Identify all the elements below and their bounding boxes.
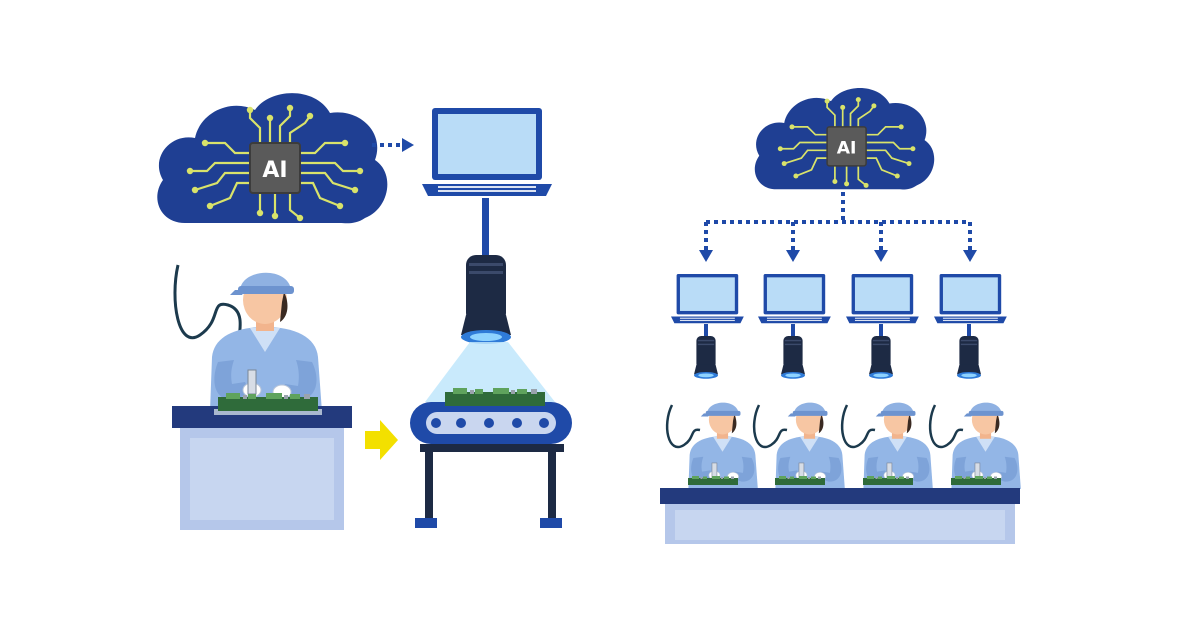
laptop-icon — [671, 274, 744, 324]
arrow-icon — [402, 138, 414, 152]
laptop-icon — [934, 274, 1007, 324]
ai-chip-label: AI — [262, 158, 287, 183]
inspection-camera-left — [461, 255, 511, 344]
probe-cable-left — [173, 264, 242, 346]
laptop-icon — [422, 108, 552, 196]
station-3 — [840, 274, 934, 490]
station-4 — [928, 274, 1022, 490]
camera-icon — [957, 336, 981, 379]
station-1 — [665, 274, 759, 490]
laptop-left — [422, 108, 552, 196]
arrow-icon — [963, 250, 977, 262]
desk-left — [172, 406, 352, 530]
worker-left — [209, 272, 323, 413]
ai-chip-label: AI — [837, 138, 857, 158]
ai-cloud-right: AI — [754, 87, 935, 190]
laptop-camera-cable — [482, 198, 489, 256]
laptop-icon — [846, 274, 919, 324]
arrow-icon — [786, 250, 800, 262]
laptop-icon — [758, 274, 831, 324]
camera-icon — [694, 336, 718, 379]
worker-icon — [209, 272, 323, 413]
station-2 — [752, 274, 846, 490]
ai-cloud-left: AI — [157, 93, 388, 224]
dotted-arrow-cloud-to-laptop — [372, 138, 414, 152]
desk-right — [660, 488, 1020, 544]
circuit-board-on-desk — [214, 393, 322, 415]
arrow-icon — [365, 420, 398, 460]
camera-icon — [781, 336, 805, 379]
light-cone — [425, 342, 555, 402]
camera-icon — [461, 255, 511, 344]
arrow-icon — [874, 250, 888, 262]
camera-icon — [869, 336, 893, 379]
dotted-distribution-lines — [704, 192, 972, 250]
arrow-icon — [699, 250, 713, 262]
conveyor-belt — [410, 402, 572, 528]
